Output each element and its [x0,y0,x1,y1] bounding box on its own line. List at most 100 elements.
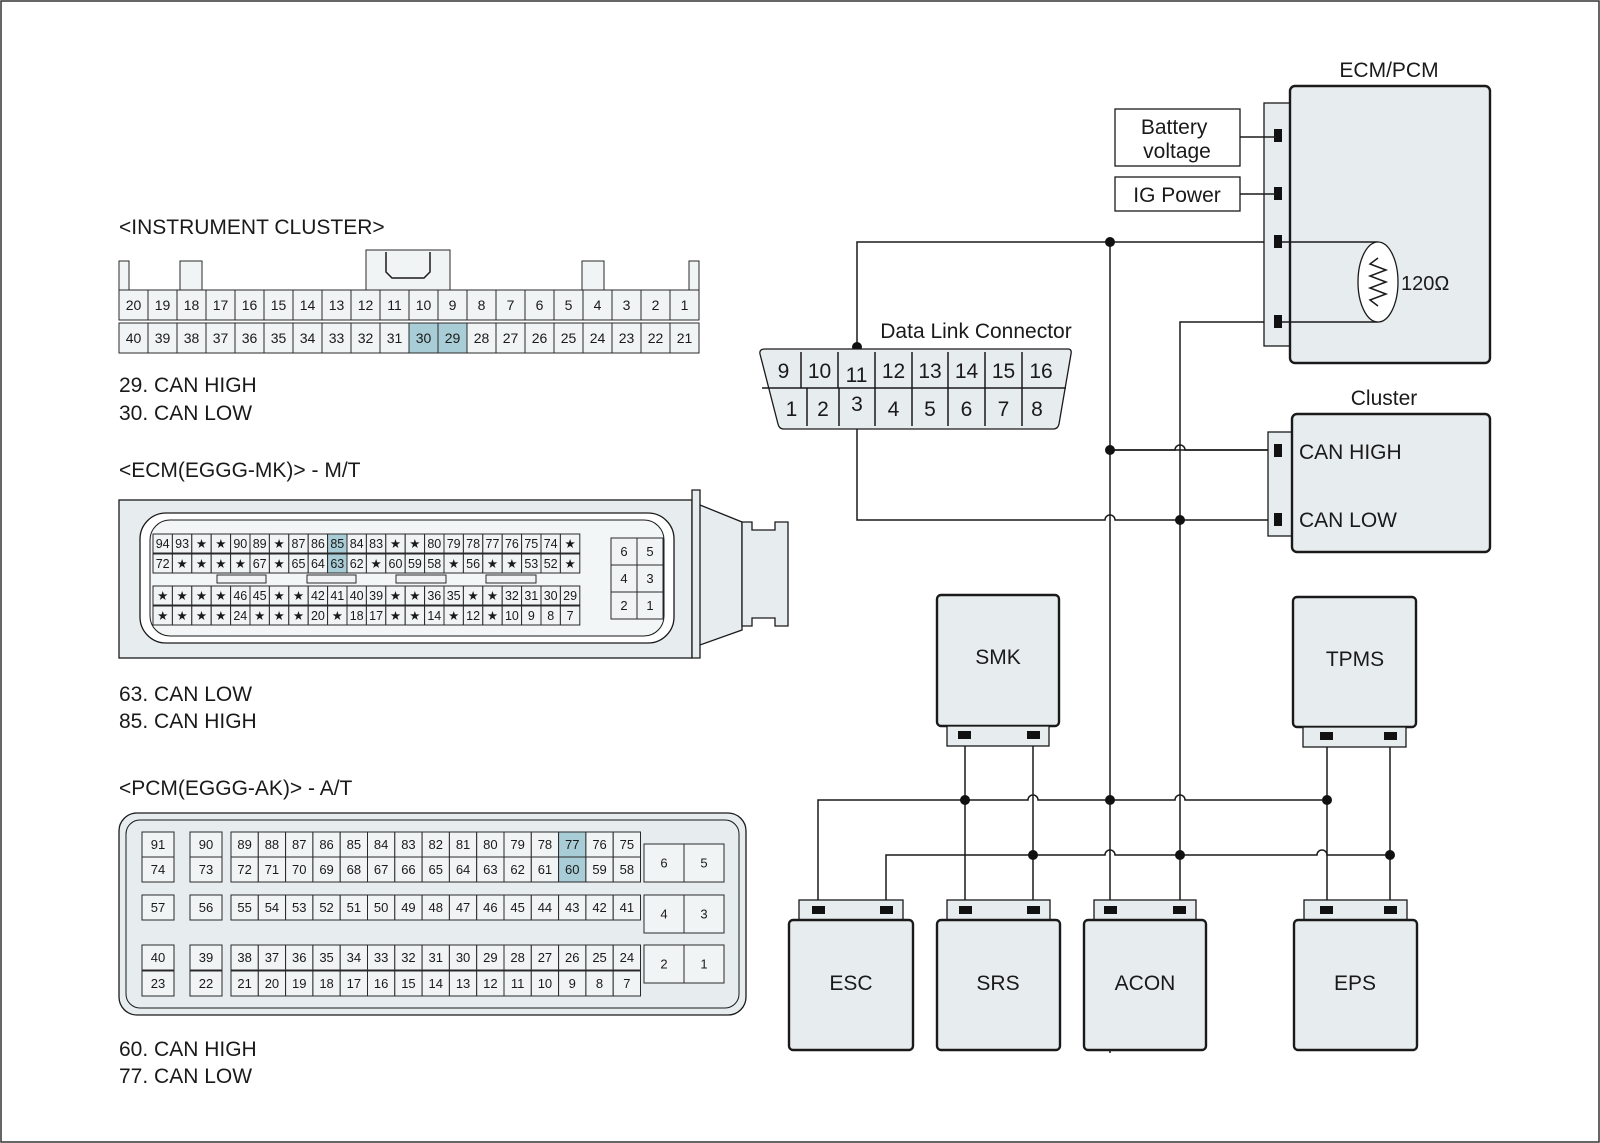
pin-number: ★ [390,537,401,551]
dlc-pin-number: 1 [786,398,798,421]
pin-number: 7 [567,609,574,623]
pin-number: 5 [646,544,653,559]
pin-number: 45 [510,900,524,915]
dlc-pin-number: 13 [918,360,941,383]
pin-number: 53 [524,557,538,571]
ic-pin [669,322,700,354]
pin-number: 59 [408,557,422,571]
pcm-pin [257,856,287,883]
ecm-connector-note-can-low: 63. CAN LOW [119,683,252,706]
pcm-connector-note-can-low: 77. CAN LOW [119,1065,252,1088]
pin-number: 18 [184,297,200,313]
esc-module-group: ESC [787,899,915,1052]
pin-number: 5 [700,856,707,871]
ic-pin [495,322,526,354]
pcm-connector-inner [125,819,740,1009]
pin-number: 7 [507,297,515,313]
pin-number: 70 [292,862,306,877]
pcm-pin [230,970,259,997]
ic-pin [524,289,555,321]
pin-number: 7 [623,976,630,991]
pcm-pin [367,831,396,858]
ic-pin [292,289,323,321]
pin-number: 72 [237,862,251,877]
pin-number: 3 [623,297,631,313]
ecm-connector-lever [691,489,743,659]
junction-dot [1105,795,1115,805]
pin-number: ★ [409,537,420,551]
ig-power-label: IG Power [1133,184,1221,207]
pcm-pin [367,970,396,997]
pin-number: 84 [350,537,364,551]
junction-dot [1105,445,1115,455]
pin-number: 18 [350,609,364,623]
pin-number: 58 [620,862,634,877]
pin-number: 13 [329,297,345,313]
pin-number: 2 [620,598,627,613]
pin-number: 83 [401,837,415,852]
ic-pin [147,289,178,321]
pin-number: 31 [387,330,403,346]
pin-number: 26 [532,330,548,346]
pcm-pin [367,944,396,971]
pin-number: 31 [429,950,443,965]
pcm-pin [189,970,223,997]
ic-pin [669,289,700,321]
dlc-pin-number: 7 [998,398,1010,421]
pin-number: ★ [370,557,381,571]
pin-number: 22 [648,330,664,346]
pcm-pin [339,856,369,883]
pin-number: 87 [292,837,306,852]
pin-number: 80 [427,537,441,551]
pin-number: 9 [449,297,457,313]
pin-number: ★ [176,609,187,623]
esc-module [787,918,915,1052]
tpms-module-group: TPMS [1291,595,1418,748]
cluster-can-high-label: CAN HIGH [1299,441,1402,464]
eps-module-group: EPS [1292,899,1419,1052]
pin-number: ★ [157,609,168,623]
pin-number: 36 [242,330,258,346]
ic-pin [640,322,671,354]
pin-number: 21 [677,330,693,346]
pin-number: 62 [510,862,524,877]
pin-number: 63 [483,862,497,877]
ic-pin [582,322,613,354]
pin-number: 84 [374,837,388,852]
pin-number: 22 [199,976,213,991]
eps-label: EPS [1334,972,1376,995]
pin-number: 93 [175,537,189,551]
pin-number: 78 [466,537,480,551]
pin-number: 90 [233,537,247,551]
pin-number: 29 [483,950,497,965]
pcm-pin [585,944,614,971]
pin-number: 53 [292,900,306,915]
pcm-pin [585,831,614,858]
pin-number: 6 [620,544,627,559]
pin-number: 58 [427,557,441,571]
pcm-pin [230,894,259,921]
pin-number: 91 [151,837,165,852]
pin-number: 80 [483,837,497,852]
pin-number: ★ [409,589,420,603]
pin-number: 79 [447,537,461,551]
pin-number: 39 [155,330,171,346]
ecm-pcm-title: ECM/PCM [1339,59,1438,82]
ic-pin [350,322,381,354]
ic-pin [292,322,323,354]
pin-number: ★ [390,609,401,623]
ic-pin [118,322,149,354]
srs-pin [1027,906,1040,914]
ic-pin [437,289,468,321]
pin-number: 20 [126,297,142,313]
pin-number: 52 [544,557,558,571]
pin-number: 37 [265,950,279,965]
pin-number: 40 [350,589,364,603]
ecm-key-slot [485,574,537,584]
connector-lock-tab [385,252,431,279]
pin-number: 38 [184,330,200,346]
dlc-pin-number: 15 [992,360,1015,383]
acon-label: ACON [1115,972,1176,995]
pin-number: 74 [544,537,558,551]
pcm-pin [476,894,505,921]
